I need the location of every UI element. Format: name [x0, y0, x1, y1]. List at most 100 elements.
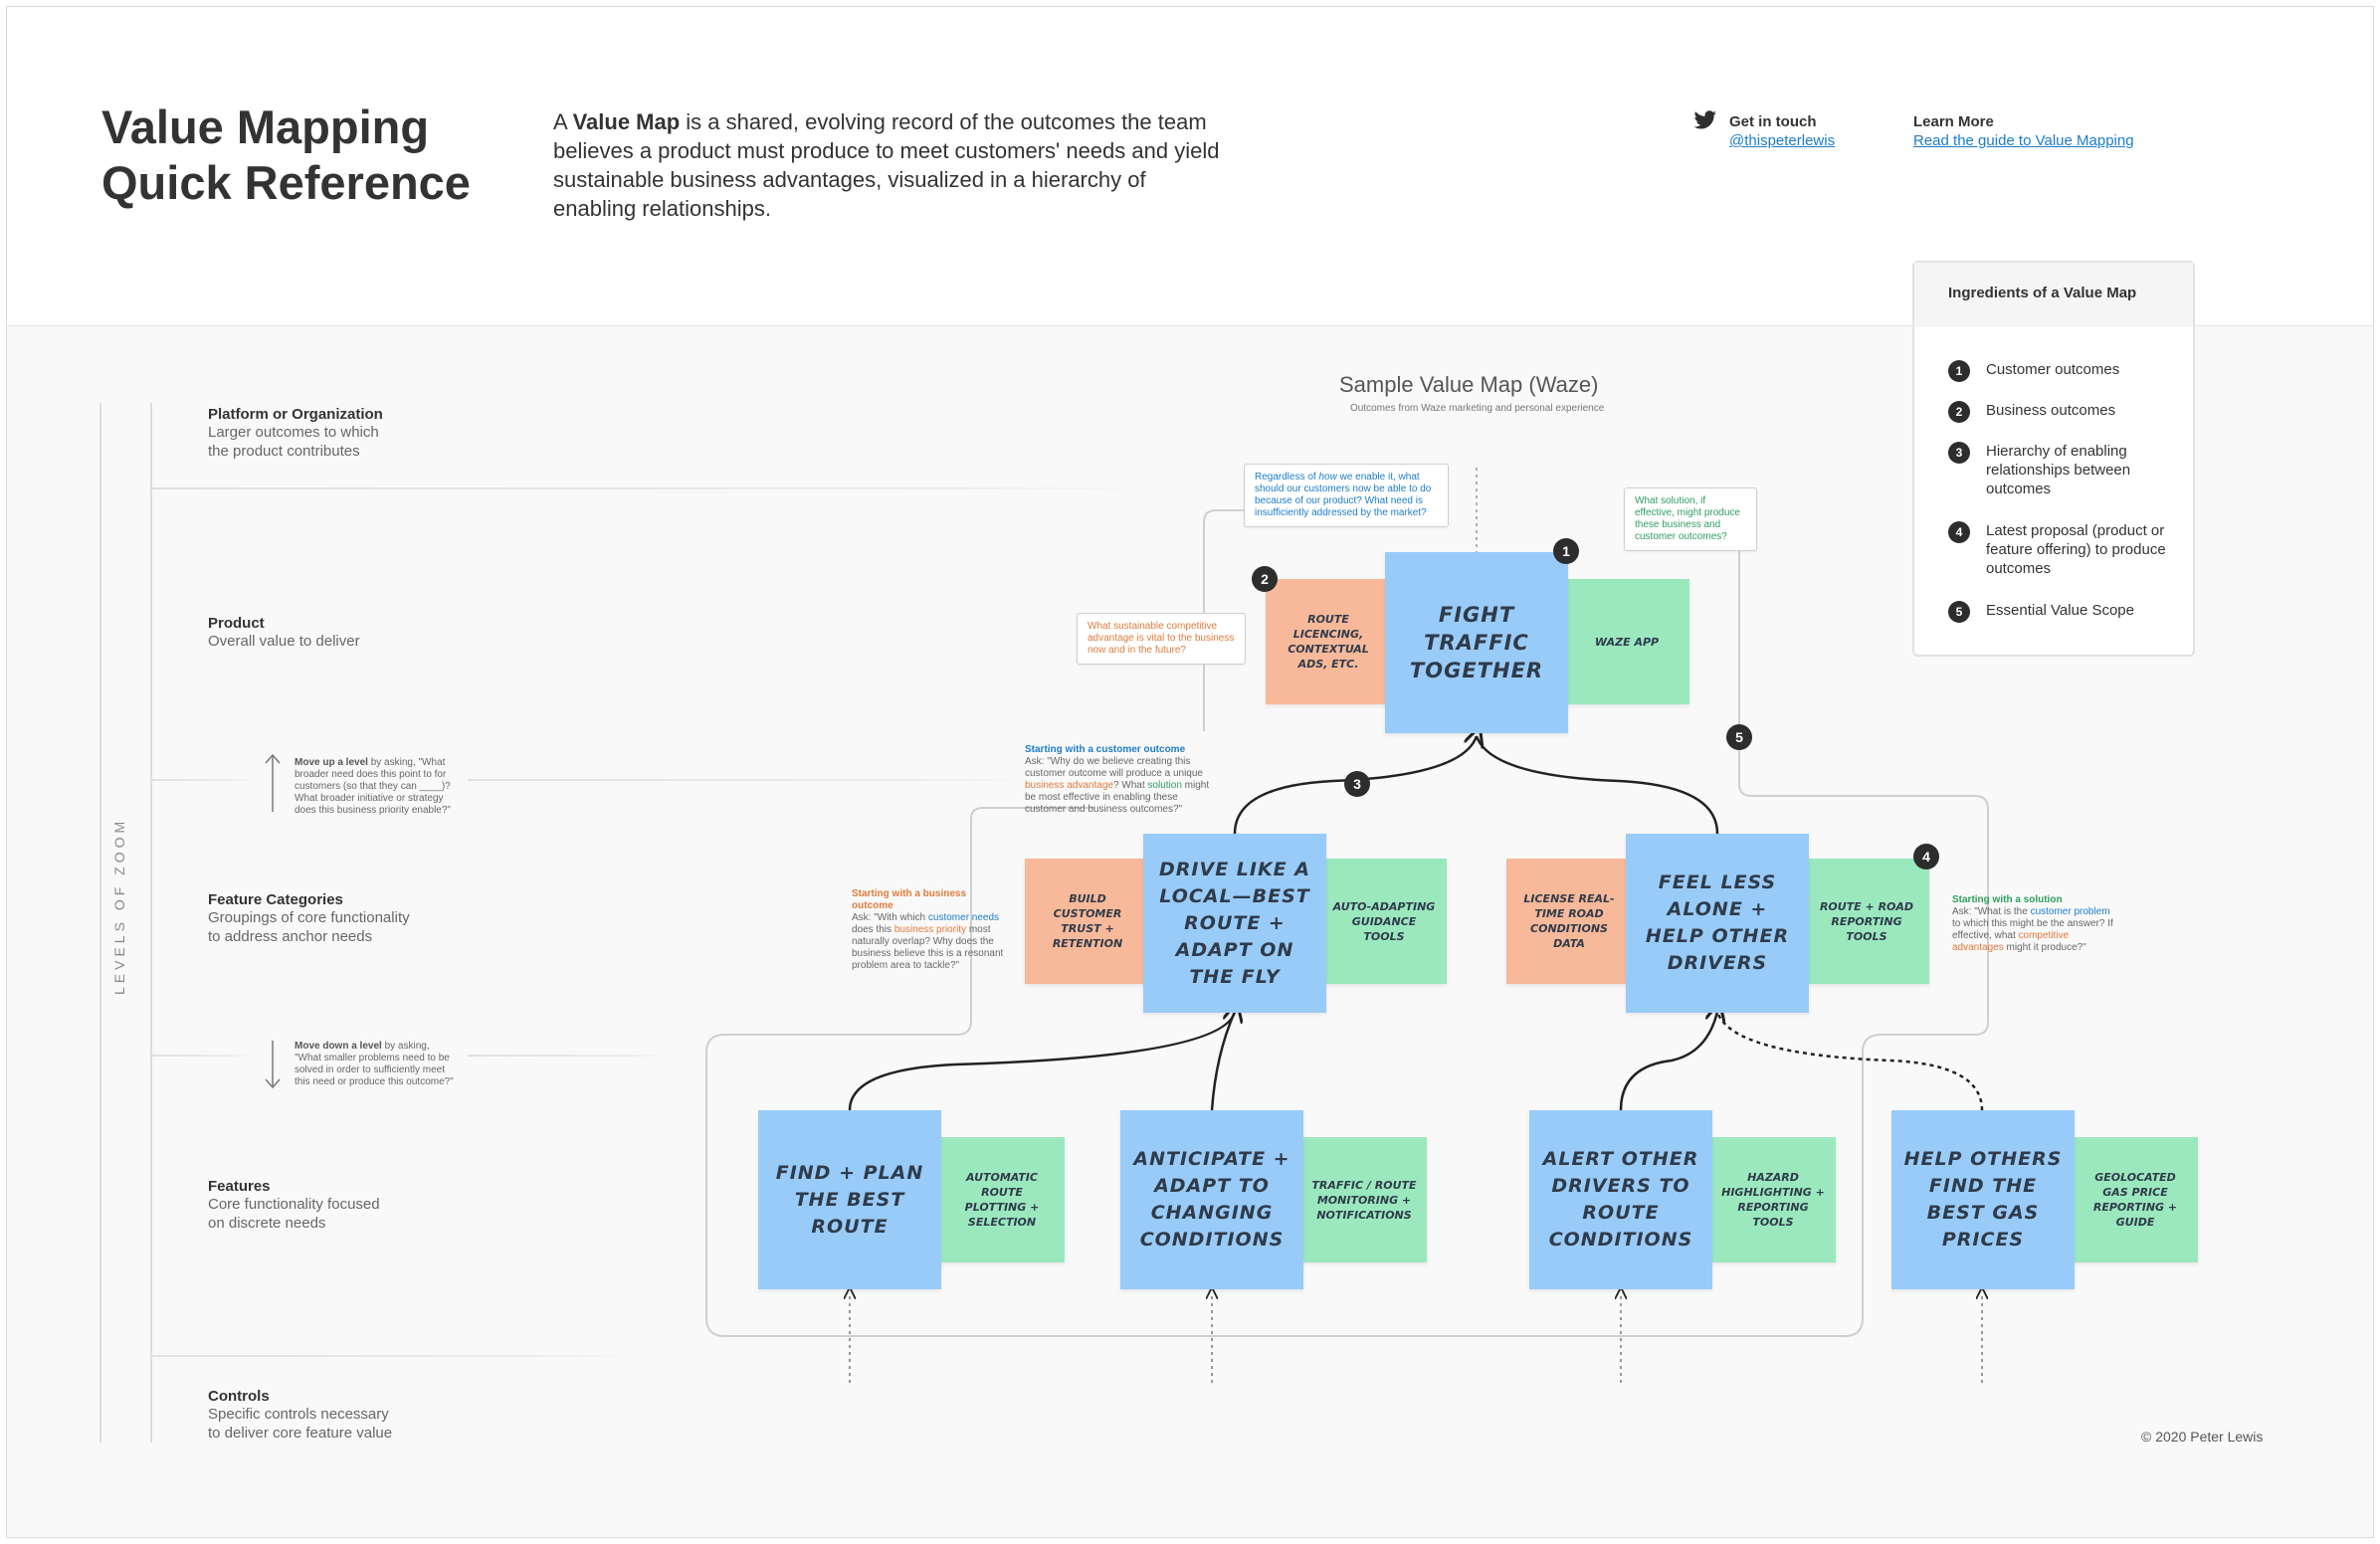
- sticky-customer-outcome: Find + Plan the Best Route: [758, 1110, 941, 1289]
- ingredient-number: 4: [1948, 521, 1970, 543]
- note-highlight: customer needs: [927, 912, 1000, 923]
- level-title: Features: [208, 1178, 271, 1195]
- ingredient-label: Business outcomes: [1986, 402, 2116, 419]
- sticky-customer-outcome: Alert Other Drivers to Route Conditions: [1529, 1110, 1712, 1289]
- ingredient-number: 3: [1948, 442, 1970, 464]
- level-desc: on discrete needs: [208, 1215, 326, 1232]
- note-highlight: solution: [1147, 780, 1182, 791]
- sticky-business-outcome: License Real-Time Road Conditions Data: [1506, 859, 1632, 984]
- note-solution-start: Starting with a solution Ask: "What is t…: [1952, 894, 2115, 954]
- level-divider: [150, 1055, 250, 1057]
- sticky-solution: Auto-adapting Guidance Tools: [1321, 859, 1447, 984]
- note-heading: Starting with a business outcome: [852, 888, 967, 911]
- note-text: ? What: [1112, 780, 1148, 791]
- level-desc: the product contributes: [208, 443, 360, 460]
- level-features: Features Core functionality focused on d…: [208, 1178, 380, 1233]
- ingredient-label: Customer outcomes: [1986, 361, 2120, 378]
- intro-text: A Value Map is a shared, evolving record…: [553, 107, 1230, 223]
- note-business-start: Starting with a business outcome Ask: "W…: [852, 888, 1007, 972]
- badge-1: 1: [1553, 538, 1579, 564]
- note-text: Ask: "What is the: [1952, 906, 2031, 917]
- sticky-customer-outcome: Help Others Find the Best Gas Prices: [1891, 1110, 2075, 1289]
- note-text: does this: [852, 924, 894, 935]
- page-frame: [6, 6, 2374, 1538]
- ingredient-number: 2: [1948, 401, 1970, 423]
- sticky-solution: Geolocated Gas Price Reporting + Guide: [2073, 1137, 2198, 1262]
- title-line-2: Quick Reference: [101, 156, 471, 209]
- callout-business-question: What sustainable competitive advantage i…: [1077, 613, 1246, 665]
- level-desc: Larger outcomes to which: [208, 424, 379, 441]
- sample-map-subtitle: Outcomes from Waze marketing and persona…: [1350, 403, 1605, 414]
- sticky-customer-outcome: Anticipate + Adapt to Changing Condition…: [1120, 1110, 1303, 1289]
- title-line-1: Value Mapping: [101, 100, 430, 153]
- note-text: to which this might be the answer? If ef…: [1952, 918, 2113, 941]
- callout-text: we enable it, what should our customers …: [1255, 472, 1432, 518]
- level-desc: Specific controls necessary: [208, 1406, 389, 1423]
- sticky-business-outcome: Build Customer Trust + Retention: [1025, 859, 1150, 984]
- contact-label: Get in touch: [1729, 113, 1817, 130]
- level-divider: [468, 779, 1025, 781]
- move-down-hint: Move down a level by asking, "What small…: [295, 1041, 454, 1088]
- note-highlight: business advantage: [1025, 780, 1113, 791]
- ingredient-label: Hierarchy of enabling relationships betw…: [1986, 443, 2131, 497]
- callout-text: Regardless of: [1255, 472, 1319, 482]
- zoom-axis-line: [99, 403, 101, 1443]
- sticky-solution: Hazard Highlighting + Reporting Tools: [1710, 1137, 1836, 1262]
- badge-2: 2: [1252, 566, 1278, 592]
- callout-emphasis: how: [1318, 472, 1337, 482]
- level-controls: Controls Specific controls necessary to …: [208, 1388, 392, 1443]
- callout-customer-question: Regardless of how we enable it, what sho…: [1244, 464, 1449, 527]
- guide-link[interactable]: Read the guide to Value Mapping: [1913, 132, 2134, 149]
- ingredient-item: 2 Business outcomes: [1948, 401, 2167, 423]
- sticky-customer-outcome: Drive Like a Local—Best Route + Adapt on…: [1143, 834, 1326, 1013]
- level-title: Product: [208, 615, 265, 632]
- level-title: Controls: [208, 1388, 270, 1405]
- intro-lead: A: [553, 109, 573, 134]
- note-highlight: customer problem: [2030, 906, 2110, 917]
- copyright: © 2020 Peter Lewis: [2141, 1429, 2264, 1445]
- badge-5: 5: [1726, 724, 1752, 750]
- note-text: most naturally overlap? Why does the bus…: [852, 924, 1004, 971]
- badge-3: 3: [1344, 771, 1370, 797]
- note-heading: Starting with a solution: [1952, 894, 2063, 905]
- move-up-bold: Move up a level: [295, 757, 368, 768]
- twitter-icon: [1693, 110, 1716, 129]
- sticky-customer-outcome: Fight Traffic Together: [1385, 552, 1568, 733]
- sticky-solution: Traffic / Route Monitoring + Notificatio…: [1301, 1137, 1427, 1262]
- callout-solution-question: What solution, if effective, might produ…: [1624, 487, 1757, 551]
- sticky-solution: Automatic Route Plotting + Selection: [939, 1137, 1065, 1262]
- sample-map-title: Sample Value Map (Waze): [1339, 372, 1599, 397]
- level-desc: to address anchor needs: [208, 928, 373, 945]
- ingredient-label: Essential Value Scope: [1986, 602, 2134, 619]
- ingredients-title: Ingredients of a Value Map: [1914, 263, 2193, 326]
- level-divider: [468, 1055, 667, 1057]
- move-down-text: by asking, "What smaller problems need t…: [295, 1041, 454, 1087]
- note-highlight: business priority: [893, 924, 967, 935]
- badge-4: 4: [1913, 844, 1939, 869]
- twitter-handle-link[interactable]: @thispeterlewis: [1729, 132, 1836, 149]
- ingredient-number: 5: [1948, 601, 1970, 623]
- intro-bold: Value Map: [572, 109, 681, 134]
- move-down-bold: Move down a level: [295, 1041, 382, 1052]
- arrow-up-icon: [265, 753, 281, 812]
- arrow-down-icon: [265, 1041, 281, 1089]
- level-divider: [150, 1355, 628, 1357]
- sticky-business-outcome: Route Licencing, Contextual Ads, Etc.: [1266, 579, 1391, 704]
- levels-divider-line: [150, 403, 152, 1443]
- level-desc: Core functionality focused: [208, 1196, 380, 1213]
- sticky-solution: Route + Road Reporting Tools: [1804, 859, 1929, 984]
- ingredient-item: 3 Hierarchy of enabling relationships bet…: [1948, 442, 2167, 498]
- learn-more-label: Learn More: [1913, 113, 1994, 130]
- level-product: Product Overall value to deliver: [208, 615, 360, 651]
- move-up-text: by asking, "What broader need does this …: [295, 757, 451, 816]
- note-highlight: competitive advantages: [1952, 930, 2070, 953]
- level-platform: Platform or Organization Larger outcomes…: [208, 406, 383, 461]
- level-divider: [150, 779, 250, 781]
- sticky-customer-outcome: Feel Less Alone + Help Other Drivers: [1626, 834, 1809, 1013]
- level-feature-categories: Feature Categories Groupings of core fun…: [208, 891, 410, 946]
- level-title: Platform or Organization: [208, 406, 383, 423]
